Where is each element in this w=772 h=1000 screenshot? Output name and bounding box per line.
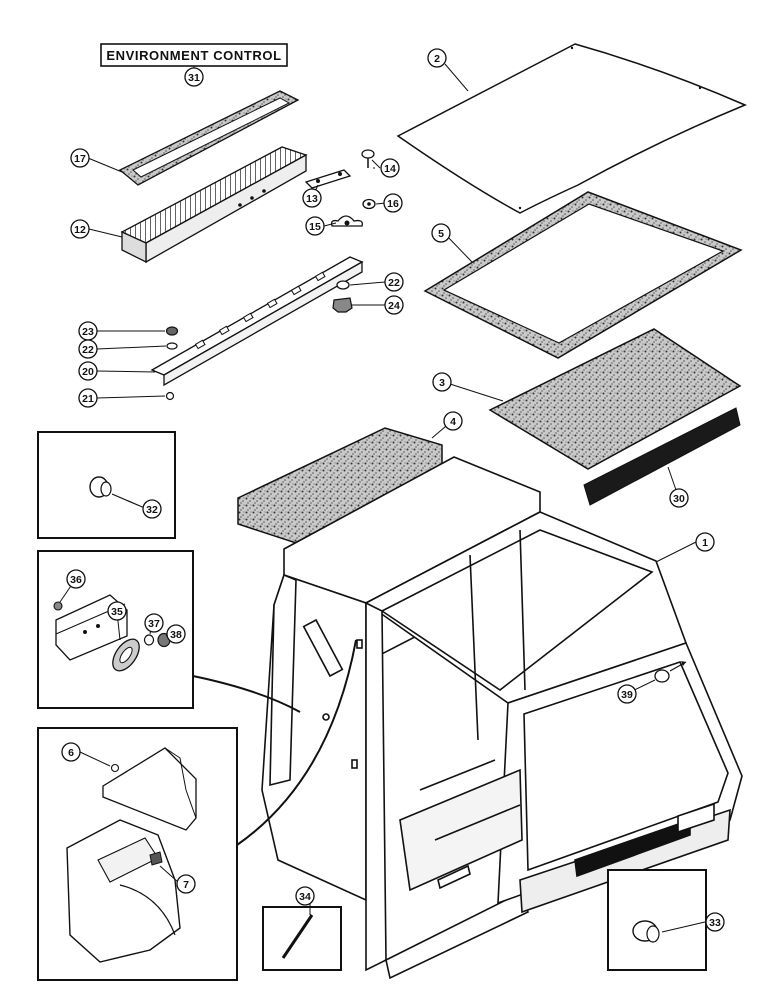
svg-text:6: 6 xyxy=(68,747,74,759)
part-33-cap xyxy=(632,920,660,943)
callout-1: 1 xyxy=(695,532,715,552)
callout-13: 13 xyxy=(302,188,322,208)
part-35-gasket xyxy=(112,638,140,672)
svg-text:12: 12 xyxy=(74,224,86,236)
inset-34-box xyxy=(262,906,342,971)
callout-30: 30 xyxy=(669,488,689,508)
part-13-bracket xyxy=(304,169,352,189)
svg-text:24: 24 xyxy=(388,300,400,312)
svg-text:23: 23 xyxy=(82,326,94,338)
part-23-nut xyxy=(165,326,179,336)
callout-2: 2 xyxy=(427,48,447,68)
callout-5: 5 xyxy=(431,223,451,243)
svg-text:21: 21 xyxy=(82,393,94,405)
svg-text:22: 22 xyxy=(388,277,400,289)
callout-17: 17 xyxy=(70,148,90,168)
callout-37: 37 xyxy=(144,613,164,633)
callout-38: 38 xyxy=(166,624,186,644)
callout-6: 6 xyxy=(61,742,81,762)
svg-text:30: 30 xyxy=(673,493,685,505)
callout-16: 16 xyxy=(383,193,403,213)
part-39-plug xyxy=(654,661,687,683)
callout-33: 33 xyxy=(705,912,725,932)
callout-12: 12 xyxy=(70,219,90,239)
callout-24: 24 xyxy=(384,295,404,315)
svg-text:3: 3 xyxy=(439,377,445,389)
callout-22-left: 22 xyxy=(78,339,98,359)
callout-22-right: 22 xyxy=(384,272,404,292)
part-24-clip xyxy=(332,297,353,313)
part-7-housing xyxy=(66,819,181,963)
svg-text:34: 34 xyxy=(299,891,311,903)
title-text: ENVIRONMENT CONTROL xyxy=(106,48,281,63)
part-3-headliner xyxy=(488,328,742,470)
part-37-washer xyxy=(143,634,155,646)
part-34-pin xyxy=(281,914,314,959)
svg-text:1: 1 xyxy=(702,537,708,549)
svg-text:20: 20 xyxy=(82,366,94,378)
svg-text:4: 4 xyxy=(450,416,456,428)
svg-text:15: 15 xyxy=(309,221,321,233)
part-15-wing-nut xyxy=(330,215,363,227)
callout-3: 3 xyxy=(432,372,452,392)
part-1-cab-frame xyxy=(261,456,743,980)
part-22-washer-left xyxy=(166,342,178,350)
callout-4: 4 xyxy=(443,411,463,431)
svg-text:33: 33 xyxy=(709,917,721,929)
part-30-strip xyxy=(583,407,741,506)
inset-32-box xyxy=(37,431,176,539)
part-14-screw xyxy=(361,149,375,168)
part-2-roof-panel xyxy=(396,43,747,214)
part-21-screw xyxy=(165,391,175,401)
callout-35: 35 xyxy=(107,601,127,621)
svg-text:13: 13 xyxy=(306,193,318,205)
callout-7: 7 xyxy=(176,874,196,894)
svg-text:17: 17 xyxy=(74,153,86,165)
svg-text:35: 35 xyxy=(111,606,123,618)
inset-6-7-box xyxy=(37,727,238,981)
callout-15: 15 xyxy=(305,216,325,236)
part-17-gasket xyxy=(118,90,300,186)
svg-text:32: 32 xyxy=(146,504,158,516)
part-22-washer-right xyxy=(336,280,350,290)
svg-text:31: 31 xyxy=(188,72,200,84)
svg-text:5: 5 xyxy=(438,228,444,240)
inset-33-box xyxy=(607,869,707,971)
callout-39: 39 xyxy=(617,684,637,704)
callout-21: 21 xyxy=(78,388,98,408)
svg-text:38: 38 xyxy=(170,629,182,641)
svg-text:16: 16 xyxy=(387,198,399,210)
callout-20: 20 xyxy=(78,361,98,381)
part-36-screw xyxy=(53,601,63,611)
inset-35-38-box xyxy=(37,550,194,709)
part-12-filter xyxy=(120,146,308,264)
part-32-knob xyxy=(89,476,112,498)
callout-31: 31 xyxy=(184,67,204,87)
callout-36: 36 xyxy=(66,569,86,589)
callout-23: 23 xyxy=(78,321,98,341)
part-16-nut xyxy=(362,198,376,210)
svg-text:2: 2 xyxy=(434,53,440,65)
part-20-rail xyxy=(150,256,364,387)
callout-32: 32 xyxy=(142,499,162,519)
part-5-seal-frame xyxy=(423,191,743,359)
part-6-plate xyxy=(102,747,197,831)
callout-34: 34 xyxy=(295,886,315,906)
svg-text:39: 39 xyxy=(621,689,633,701)
svg-text:22: 22 xyxy=(82,344,94,356)
svg-text:37: 37 xyxy=(148,618,160,630)
svg-text:7: 7 xyxy=(183,879,189,891)
title-label: ENVIRONMENT CONTROL xyxy=(100,43,288,67)
svg-text:36: 36 xyxy=(70,574,82,586)
callout-14: 14 xyxy=(380,158,400,178)
leader-lines xyxy=(59,63,706,933)
svg-text:14: 14 xyxy=(384,163,396,175)
